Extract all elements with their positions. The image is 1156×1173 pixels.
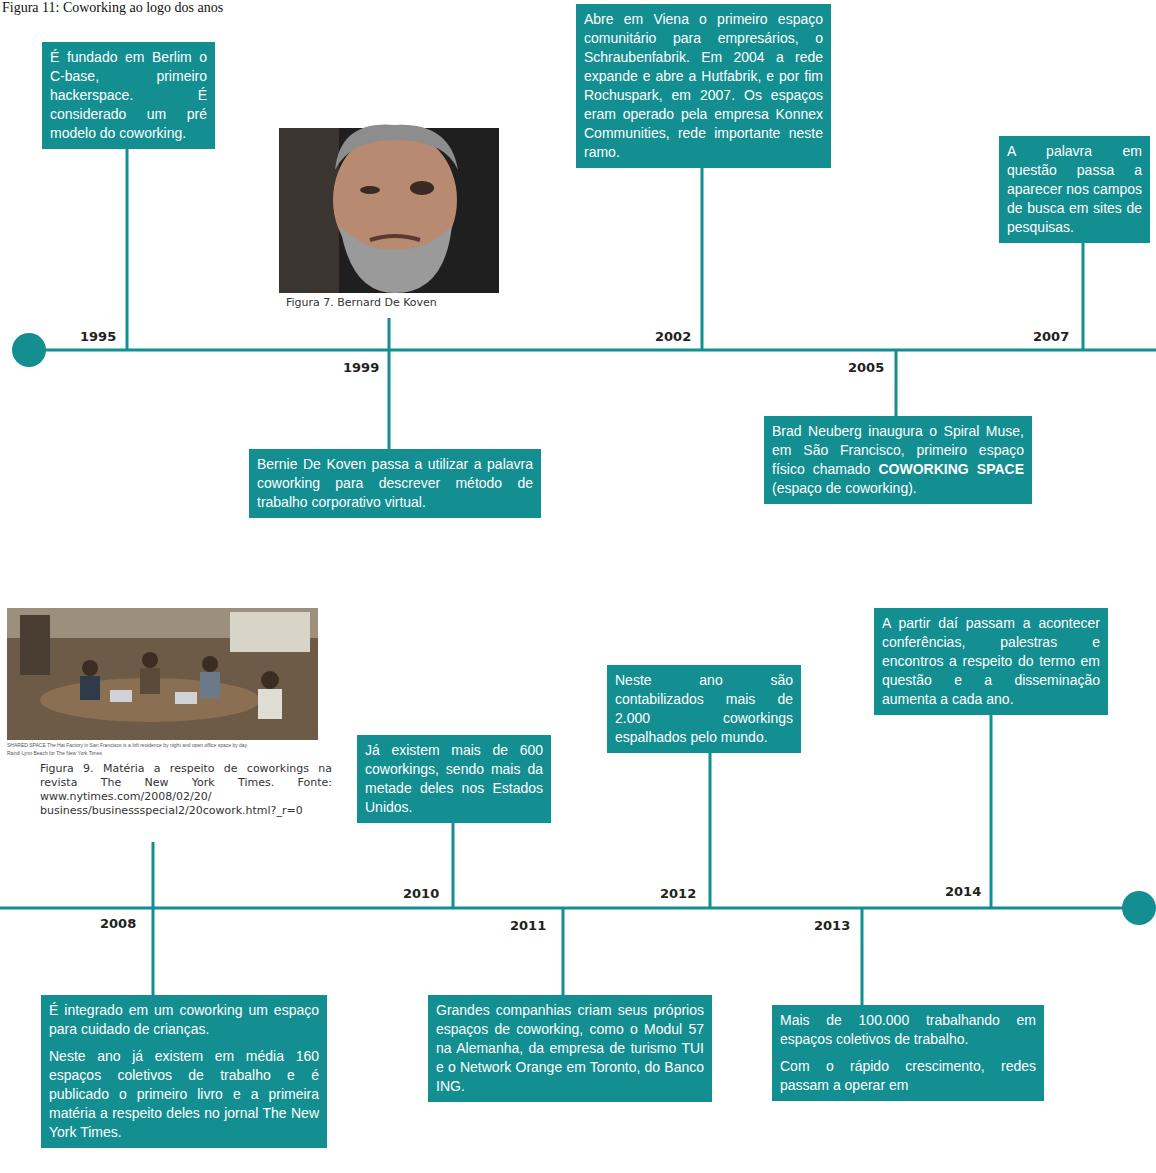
- event-highlight: COWORKING SPACE: [878, 461, 1024, 477]
- timeline-event-box: É integrado em um coworking um espaço pa…: [41, 995, 327, 1148]
- timeline-stem: [152, 842, 155, 995]
- timeline-event-box: A palavra em questão passa a aparecer no…: [999, 136, 1150, 243]
- timeline-event-box: Mais de 100.000 trabalhando em espaços c…: [772, 1005, 1044, 1101]
- event-text: Bernie De Koven passa a utilizar a palav…: [257, 455, 533, 512]
- portrait-photo: [279, 125, 499, 293]
- timeline-event-box: Grandes companhias criam seus próprios e…: [428, 995, 712, 1102]
- timeline-event-box: Já existem mais de 600 coworkings, sendo…: [357, 735, 551, 823]
- timeline-stem: [562, 908, 565, 995]
- timeline-stem: [388, 318, 391, 449]
- timeline-stems: [127, 149, 1083, 1005]
- figure-title: Figura 11: Coworking ao logo dos anos: [2, 0, 223, 16]
- event-text: Mais de 100.000 trabalhando em espaços c…: [780, 1011, 1036, 1049]
- timeline-stem: [452, 823, 455, 908]
- event-text: É integrado em um coworking um espaço pa…: [49, 1001, 319, 1039]
- timeline-stem: [1082, 243, 1085, 350]
- timeline-stem: [126, 149, 129, 350]
- event-text: É fundado em Berlim o C-base, primeiro h…: [50, 48, 207, 143]
- event-text: Neste ano são contabilizados mais de 2.0…: [615, 671, 793, 747]
- timeline-stem: [895, 350, 898, 416]
- year-label: 1999: [343, 360, 379, 376]
- year-label: 2012: [660, 886, 696, 902]
- figure-caption: Randi Lynn Beach for The New York Times: [7, 750, 318, 756]
- event-text: Já existem mais de 600 coworkings, sendo…: [365, 741, 543, 817]
- timeline-event-box: É fundado em Berlim o C-base, primeiro h…: [42, 42, 215, 149]
- timeline-stem: [709, 753, 712, 908]
- event-text: Grandes companhias criam seus próprios e…: [436, 1001, 704, 1096]
- year-label: 1995: [80, 329, 116, 345]
- year-label: 2014: [945, 884, 981, 900]
- timeline-stem: [861, 908, 864, 1005]
- year-label: 2005: [848, 360, 884, 376]
- event-text: Com o rápido crescimento, redes passam a…: [780, 1057, 1036, 1095]
- timeline-event-box: Brad Neuberg inaugura o Spiral Muse, em …: [764, 416, 1032, 504]
- timeline-event-box: Abre em Viena o primeiro espaço comunitá…: [576, 4, 831, 168]
- timeline-event-box: A partir daí passam a acontecer conferên…: [874, 608, 1108, 715]
- figure-caption: SHARED SPACE The Hat Factory in San Fran…: [7, 742, 318, 748]
- year-label: 2011: [510, 918, 546, 934]
- year-label: 2008: [100, 916, 136, 932]
- event-text: Abre em Viena o primeiro espaço comunitá…: [584, 10, 823, 162]
- year-label: 2007: [1033, 329, 1069, 345]
- event-text: A palavra em questão passa a aparecer no…: [1007, 142, 1142, 237]
- year-label: 2002: [655, 329, 691, 345]
- timeline-axis: [0, 333, 1156, 925]
- figure-caption: Figura 7. Bernard De Koven: [286, 296, 501, 310]
- figure-caption: Figura 9. Matéria a respeito de coworkin…: [40, 762, 332, 818]
- timeline-stem: [990, 715, 993, 908]
- timeline-event-box: Bernie De Koven passa a utilizar a palav…: [249, 449, 541, 518]
- event-paragraph: Brad Neuberg inaugura o Spiral Muse, em …: [772, 422, 1024, 498]
- event-text: Neste ano já existem em média 160 espaço…: [49, 1047, 319, 1142]
- timeline-stem: [701, 168, 704, 350]
- year-label: 2013: [814, 918, 850, 934]
- event-text: A partir daí passam a acontecer conferên…: [882, 614, 1100, 709]
- event-text: (espaço de coworking).: [772, 480, 917, 496]
- newspaper-photo: [7, 608, 318, 740]
- timeline-event-box: Neste ano são contabilizados mais de 2.0…: [607, 665, 801, 753]
- year-label: 2010: [403, 886, 439, 902]
